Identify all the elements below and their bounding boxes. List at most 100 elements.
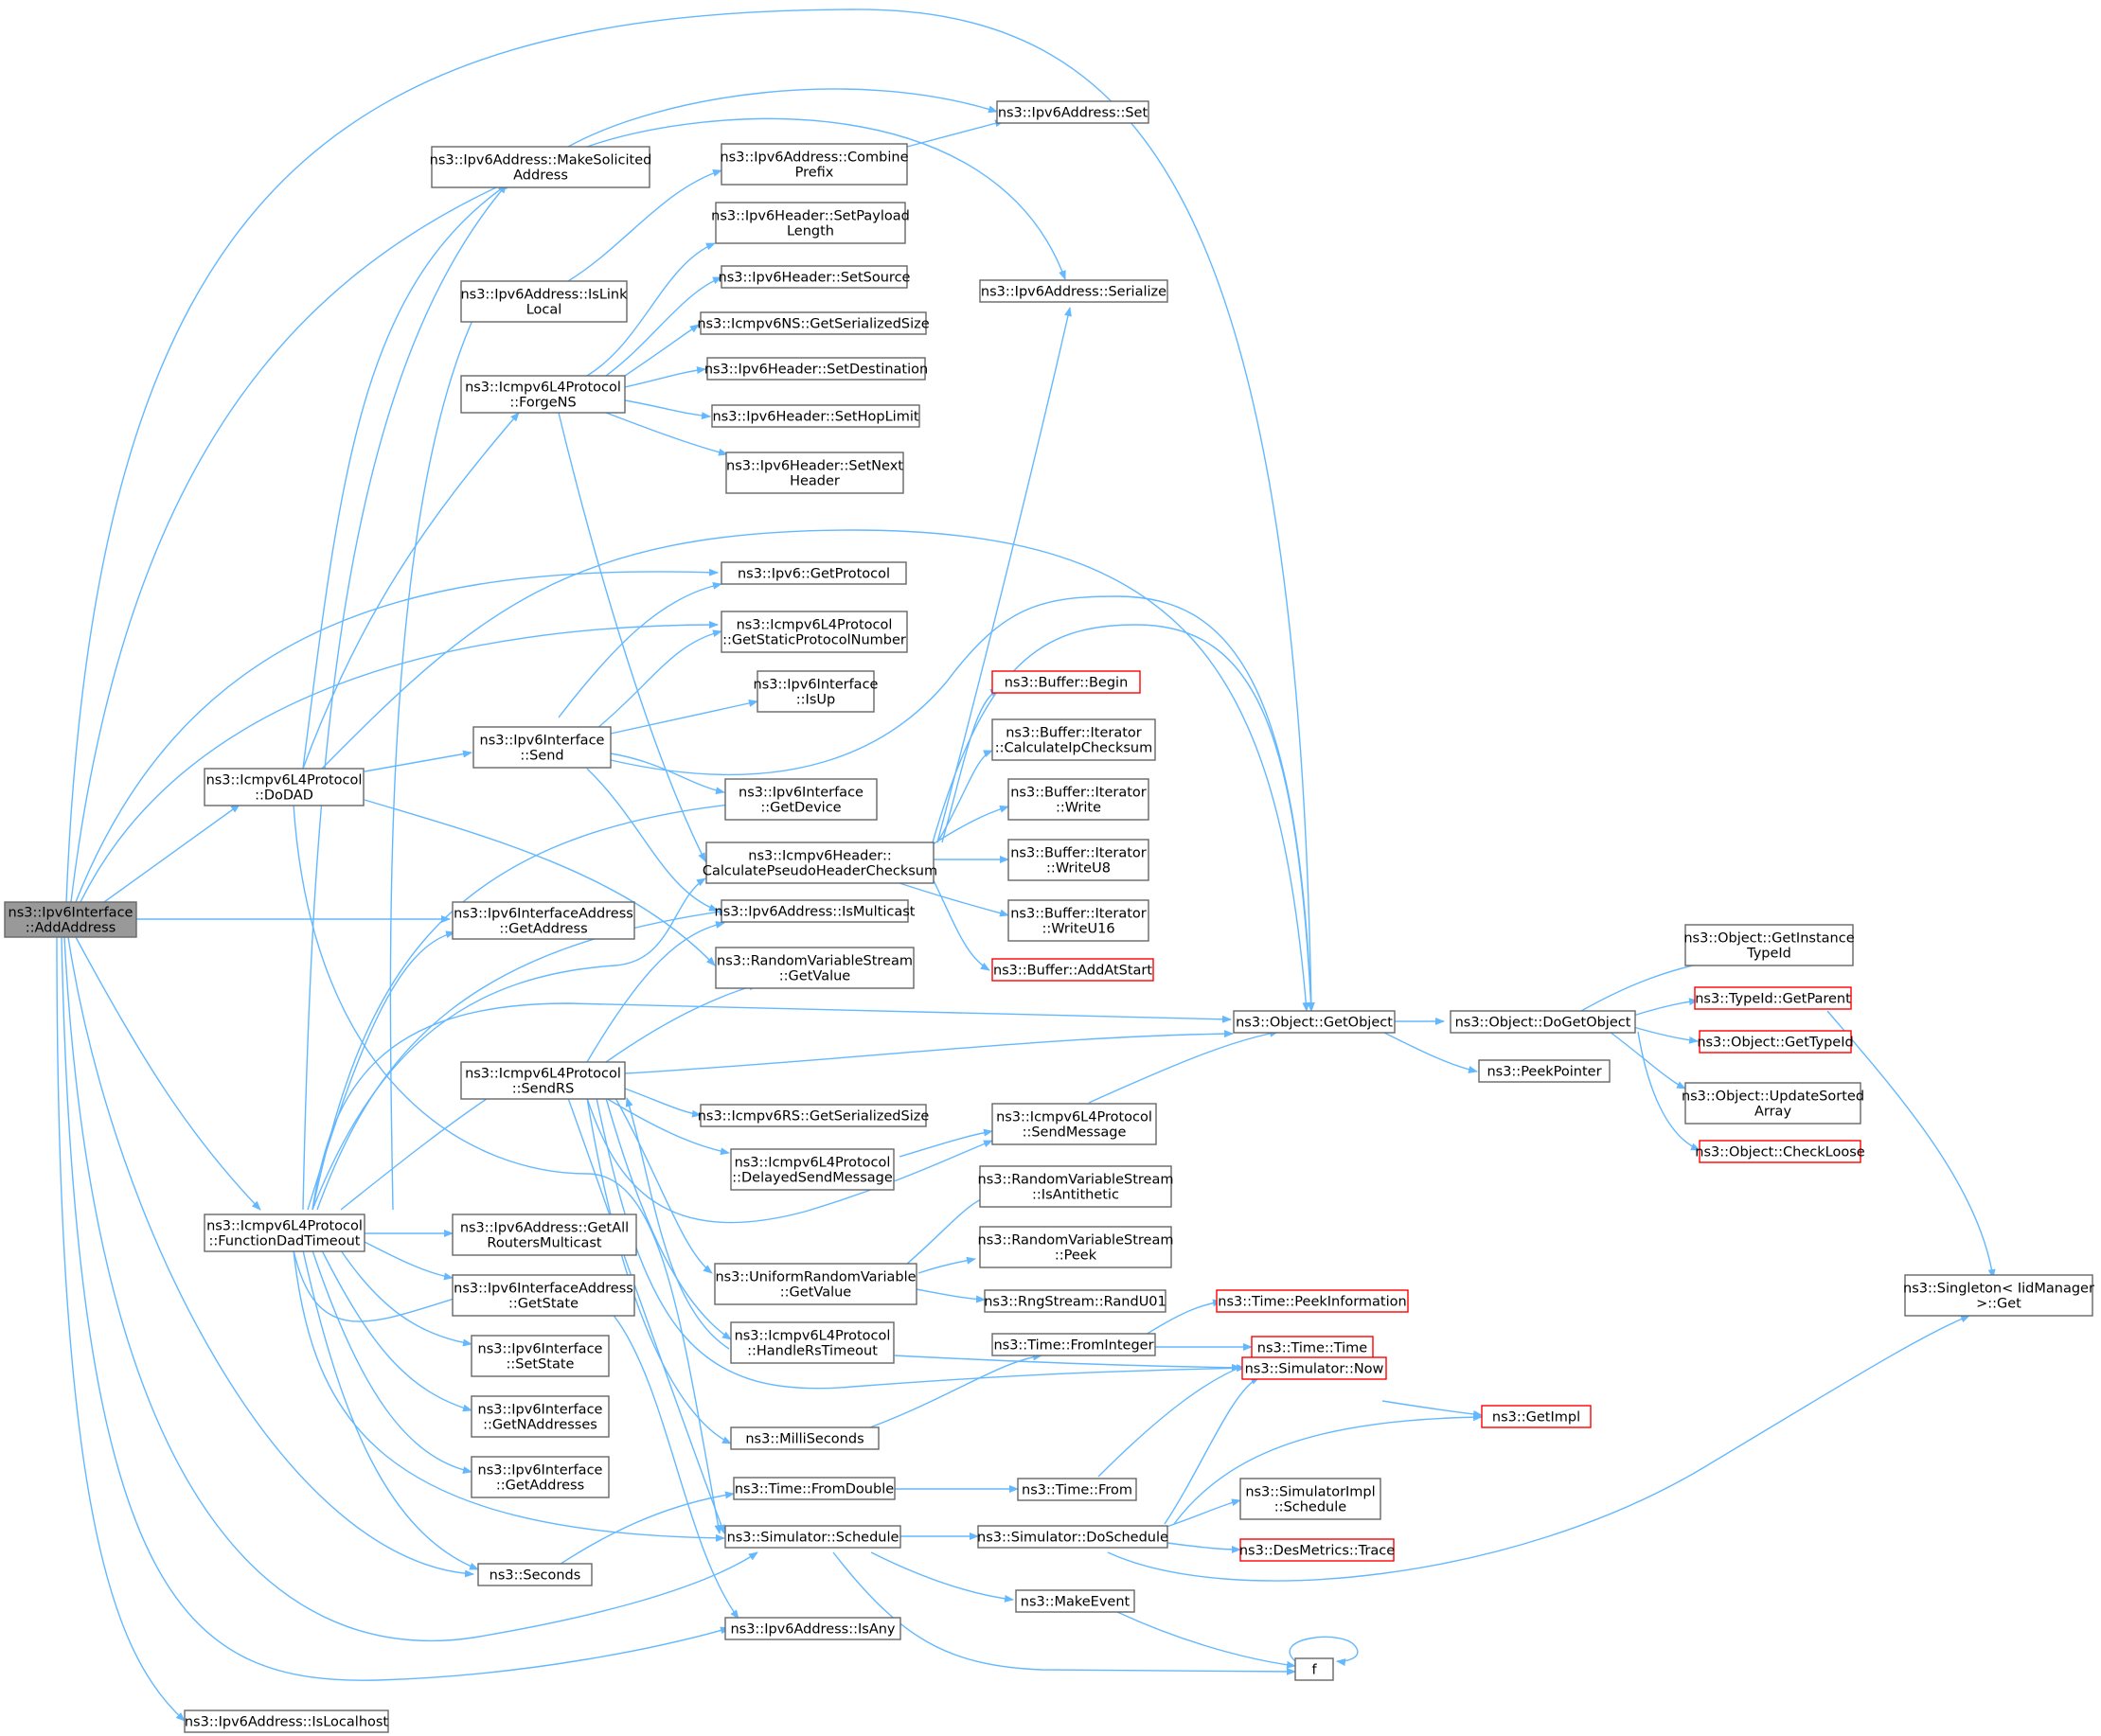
edge-makeevent-to-f bbox=[1116, 1611, 1296, 1669]
node-timetime[interactable]: ns3::Time::Time bbox=[1251, 1336, 1374, 1359]
node-ifsetstate[interactable]: ns3::Ipv6Interface::SetState bbox=[471, 1335, 610, 1377]
node-getnaddr[interactable]: ns3::Ipv6Interface::GetNAddresses bbox=[471, 1395, 610, 1438]
node-fromdouble[interactable]: ns3::Time::FromDouble bbox=[733, 1477, 896, 1500]
node-simschedule[interactable]: ns3::Simulator::Schedule bbox=[724, 1525, 901, 1549]
node-urvgetvalue[interactable]: ns3::UniformRandomVariable::GetValue bbox=[714, 1263, 917, 1305]
node-label: ns3::Icmpv6L4Protocol bbox=[735, 1329, 891, 1344]
node-nsserialized[interactable]: ns3::Icmpv6NS::GetSerializedSize bbox=[697, 311, 930, 335]
node-gettypeid[interactable]: ns3::Object::GetTypeId bbox=[1697, 1030, 1854, 1054]
node-forgens[interactable]: ns3::Icmpv6L4Protocol::ForgeNS bbox=[460, 375, 626, 414]
node-label: ns3::Ipv6Address::IsAny bbox=[730, 1622, 895, 1638]
node-calcipchk[interactable]: ns3::Buffer::Iterator::CalculateIpChecks… bbox=[991, 718, 1156, 761]
node-getobject[interactable]: ns3::Object::GetObject bbox=[1233, 1010, 1396, 1034]
node-label: Prefix bbox=[795, 166, 834, 181]
node-label: ::GetAddress bbox=[499, 922, 587, 937]
node-rsserialized[interactable]: ns3::Icmpv6RS::GetSerializedSize bbox=[698, 1104, 930, 1127]
node-desmetrics[interactable]: ns3::DesMetrics::Trace bbox=[1239, 1538, 1395, 1562]
edge-functiondad-to-seconds bbox=[302, 1249, 479, 1570]
node-box bbox=[724, 778, 878, 821]
node-staticproto[interactable]: ns3::Icmpv6L4Protocol::GetStaticProtocol… bbox=[721, 611, 908, 653]
node-label: ns3::Icmpv6RS::GetSerializedSize bbox=[698, 1109, 930, 1125]
node-itwriteu16[interactable]: ns3::Buffer::Iterator::WriteU16 bbox=[1007, 899, 1149, 942]
node-simnow[interactable]: ns3::Simulator::Now bbox=[1241, 1356, 1387, 1380]
node-islocalhost[interactable]: ns3::Ipv6Address::IsLocalhost bbox=[184, 1709, 389, 1733]
node-sethop[interactable]: ns3::Ipv6Header::SetHopLimit bbox=[711, 404, 920, 428]
node-seconds[interactable]: ns3::Seconds bbox=[477, 1563, 593, 1586]
node-label: ns3::Ipv6Address::GetAll bbox=[460, 1221, 629, 1236]
node-functiondad[interactable]: ns3::Icmpv6L4Protocol::FunctionDadTimeou… bbox=[204, 1213, 365, 1252]
node-isantithetic[interactable]: ns3::RandomVariableStream::IsAntithetic bbox=[978, 1165, 1174, 1208]
node-box bbox=[1241, 1356, 1387, 1380]
node-getimpl[interactable]: ns3::GetImpl bbox=[1481, 1405, 1592, 1428]
node-peekpointer[interactable]: ns3::PeekPointer bbox=[1478, 1059, 1611, 1083]
node-dogetobject[interactable]: ns3::Object::DoGetObject bbox=[1450, 1010, 1636, 1034]
node-sendrs[interactable]: ns3::Icmpv6L4Protocol::SendRS bbox=[460, 1061, 626, 1100]
node-doschedule[interactable]: ns3::Simulator::DoSchedule bbox=[977, 1525, 1168, 1549]
node-ipv6set[interactable]: ns3::Ipv6Address::Set bbox=[996, 100, 1149, 124]
node-f[interactable]: f bbox=[1294, 1657, 1334, 1681]
node-label: ns3::Buffer::Begin bbox=[1005, 676, 1129, 691]
node-getparent[interactable]: ns3::TypeId::GetParent bbox=[1694, 986, 1852, 1010]
node-isany[interactable]: ns3::Ipv6Address::IsAny bbox=[724, 1617, 901, 1640]
node-ifaddrgetstate[interactable]: ns3::Ipv6InterfaceAddress::GetState bbox=[452, 1274, 635, 1317]
node-itwrite[interactable]: ns3::Buffer::Iterator::Write bbox=[1007, 778, 1149, 821]
node-root[interactable]: ns3::Ipv6Interface::AddAddress bbox=[4, 901, 137, 938]
node-label: ns3::Ipv6Header::SetDestination bbox=[704, 363, 928, 378]
node-ismulticast[interactable]: ns3::Ipv6Address::IsMulticast bbox=[715, 899, 916, 923]
node-ifaddrgetaddr[interactable]: ns3::Ipv6InterfaceAddress::GetAddress bbox=[452, 901, 635, 940]
node-bufbegin[interactable]: ns3::Buffer::Begin bbox=[991, 670, 1141, 694]
node-milliseconds[interactable]: ns3::MilliSeconds bbox=[730, 1426, 880, 1450]
edge-functiondad-to-getdevice bbox=[312, 799, 749, 1211]
node-ipsend[interactable]: ns3::Ipv6Interface::Send bbox=[472, 726, 612, 769]
node-addatstart[interactable]: ns3::Buffer::AddAtStart bbox=[991, 958, 1154, 982]
node-ifgetaddress[interactable]: ns3::Ipv6Interface::GetAddress bbox=[471, 1456, 610, 1498]
node-label: ::IsAntithetic bbox=[1032, 1188, 1119, 1203]
node-label: ::GetValue bbox=[779, 969, 851, 984]
node-label: ns3::RandomVariableStream bbox=[717, 954, 913, 969]
node-randu01[interactable]: ns3::RngStream::RandU01 bbox=[984, 1289, 1166, 1313]
node-box bbox=[991, 1333, 1156, 1356]
node-delayedsend[interactable]: ns3::Icmpv6L4Protocol::DelayedSendMessag… bbox=[730, 1148, 895, 1191]
node-label: ns3::Object::DoGetObject bbox=[1455, 1016, 1631, 1031]
node-serialize[interactable]: ns3::Ipv6Address::Serialize bbox=[979, 279, 1168, 303]
node-singletonget[interactable]: ns3::Singleton< IidManager >::Get bbox=[1903, 1274, 2094, 1317]
edge-dodad-to-getobject bbox=[321, 529, 1310, 1012]
edge-forgens-to-sethop bbox=[624, 399, 711, 420]
edge-root-to-getprotocol bbox=[75, 568, 719, 903]
node-checkloose[interactable]: ns3::Object::CheckLoose bbox=[1695, 1140, 1865, 1163]
node-box bbox=[714, 1263, 917, 1305]
node-fromint[interactable]: ns3::Time::FromInteger bbox=[991, 1333, 1156, 1356]
node-setsource[interactable]: ns3::Ipv6Header::SetSource bbox=[719, 265, 911, 289]
node-getprotocol[interactable]: ns3::Ipv6::GetProtocol bbox=[721, 561, 907, 585]
edge-sendrs-to-sendmessage bbox=[586, 1097, 993, 1224]
node-calcpseudo[interactable]: ns3::Icmpv6Header::CalculatePseudoHeader… bbox=[703, 841, 937, 884]
node-label: ns3::Seconds bbox=[490, 1568, 581, 1584]
node-rvspeek[interactable]: ns3::RandomVariableStream::Peek bbox=[978, 1226, 1174, 1268]
node-setdest[interactable]: ns3::Ipv6Header::SetDestination bbox=[704, 357, 928, 381]
edge-forgens-to-calcpseudo bbox=[558, 412, 706, 862]
node-rvsgetvalue[interactable]: ns3::RandomVariableStream::GetValue bbox=[715, 947, 915, 989]
node-sendmessage[interactable]: ns3::Icmpv6L4Protocol::SendMessage bbox=[991, 1103, 1157, 1145]
node-isup[interactable]: ns3::Ipv6Interface::IsUp bbox=[754, 670, 879, 713]
node-simimplschedule[interactable]: ns3::SimulatorImpl::Schedule bbox=[1239, 1478, 1381, 1520]
node-makeevent[interactable]: ns3::MakeEvent bbox=[1015, 1589, 1135, 1613]
node-dodad[interactable]: ns3::Icmpv6L4Protocol::DoDAD bbox=[204, 768, 365, 806]
node-peekinfo[interactable]: ns3::Time::PeekInformation bbox=[1216, 1289, 1409, 1313]
node-timefrom[interactable]: ns3::Time::From bbox=[1017, 1478, 1137, 1501]
node-box bbox=[477, 1563, 593, 1586]
node-handlers[interactable]: ns3::Icmpv6L4Protocol::HandleRsTimeout bbox=[730, 1321, 895, 1364]
node-label: ns3::Ipv6Address::IsLocalhost bbox=[185, 1715, 389, 1730]
node-getdevice[interactable]: ns3::Ipv6Interface::GetDevice bbox=[724, 778, 878, 821]
edge-islinklocal-to-combineprefix bbox=[567, 168, 722, 282]
node-itwriteu8[interactable]: ns3::Buffer::Iterator::WriteU8 bbox=[1007, 839, 1149, 881]
node-label: ns3::Buffer::Iterator bbox=[1010, 846, 1147, 861]
node-label: ns3::RandomVariableStream bbox=[978, 1233, 1174, 1249]
